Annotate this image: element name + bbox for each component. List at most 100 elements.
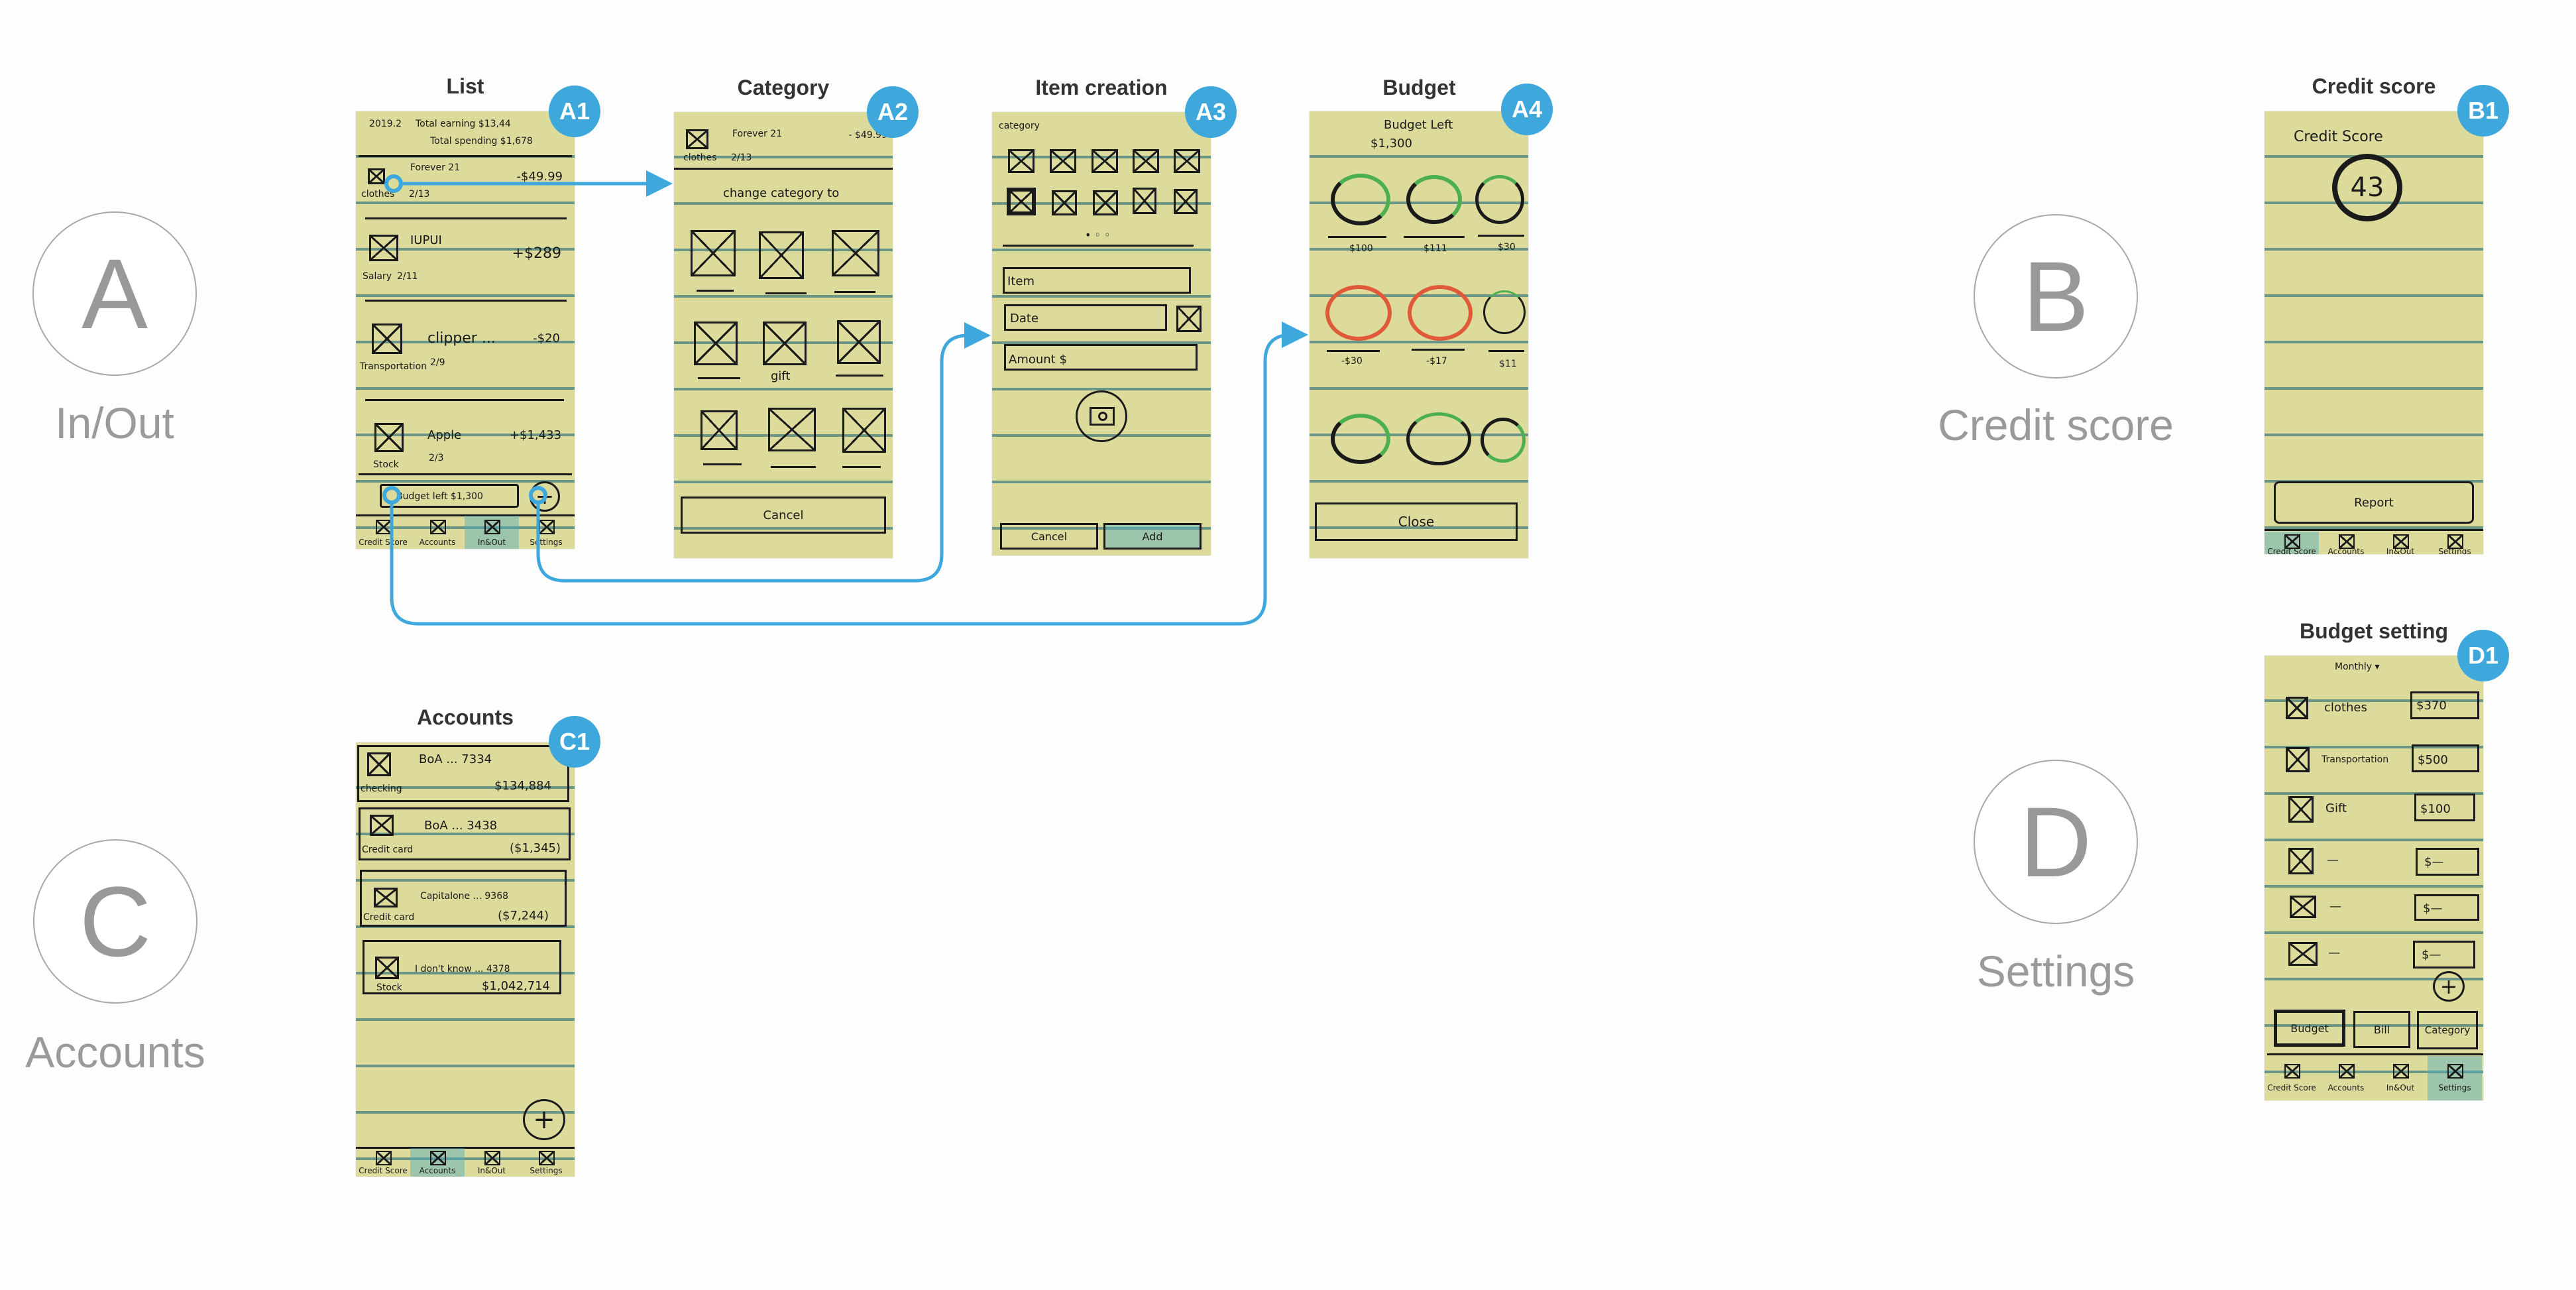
nav-in-out[interactable]: In&Out [465,1148,519,1177]
hotspot-list-item[interactable] [384,174,403,193]
report-button[interactable]: Report [2274,481,2474,524]
budget-ring[interactable] [1406,175,1462,224]
nav-accounts[interactable]: Accounts [2319,532,2373,554]
ring-value: $30 [1498,242,1516,253]
category-option[interactable] [1092,149,1118,173]
in-out-icon [2393,1064,2409,1079]
budget-ring-over[interactable] [1325,285,1392,341]
close-label: Close [1398,514,1435,530]
amount-input[interactable]: $100 [2414,793,2475,821]
credit-score-icon [376,520,392,534]
category-option[interactable] [694,322,738,365]
category-option[interactable] [1174,149,1200,173]
nav-in-out[interactable]: In&Out [2373,532,2428,554]
category-option[interactable] [832,230,879,276]
category-option[interactable] [1133,188,1156,214]
tab-category[interactable]: Category [2417,1011,2478,1049]
nav-label: Settings [2438,547,2471,554]
category-option[interactable] [763,322,807,365]
budget-ring[interactable] [1483,290,1526,334]
tab-budget[interactable]: Budget [2274,1010,2345,1047]
amount-input[interactable]: $— [2413,941,2475,968]
budget-ring[interactable] [1475,175,1524,224]
budget-ring[interactable] [1331,174,1390,225]
nav-credit-score[interactable]: Credit Score [2265,1056,2319,1100]
add-category-button[interactable]: + [2433,971,2465,1002]
budget-ring[interactable] [1406,412,1471,465]
section-c: C Accounts [0,839,248,1078]
amount-input[interactable]: $500 [2412,744,2479,772]
ring-underline [1488,350,1524,352]
category-option[interactable] [1174,189,1198,214]
ring-underline [1412,349,1465,351]
budget-ring[interactable] [1331,414,1390,464]
nav-credit-score[interactable]: Credit Score [2265,532,2319,554]
nav-settings[interactable]: Settings [519,516,573,549]
category-option[interactable] [759,231,804,279]
hotspot-budget-left[interactable] [382,486,401,504]
tab-bill[interactable]: Bill [2353,1011,2410,1048]
nav-settings[interactable]: Settings [2428,1056,2482,1100]
category-option[interactable] [1093,190,1118,215]
list-item[interactable]: clipper ... -$20 Transportation 2/9 [356,317,575,410]
option-label-line [703,463,742,465]
divider [359,155,572,157]
list-item[interactable]: IUPUI +$289 Salary 2/11 [356,231,575,317]
list-item[interactable]: Forever 21 -$49.99 clothes 2/13 [356,158,575,231]
nav-accounts[interactable]: Accounts [2319,1056,2373,1100]
amount-input[interactable]: $370 [2410,691,2479,719]
budget-ring-over[interactable] [1408,285,1473,341]
screen-badge: A3 [1185,86,1237,138]
account-card[interactable]: I don't know ... 4378 Stock $1,042,714 [363,940,561,994]
category-option[interactable] [691,230,736,276]
calendar-icon[interactable] [1176,306,1202,332]
nav-label: In&Out [477,538,506,547]
category-option[interactable] [1052,190,1077,215]
entry-category: clothes [361,189,395,200]
nav-in-out[interactable]: In&Out [465,516,519,549]
account-card[interactable]: BoA ... 3438 Credit card ($1,345) [359,807,571,860]
account-name: I don't know ... 4378 [415,964,510,974]
budget-left-heading: Budget Left [1384,118,1453,132]
nav-in-out[interactable]: In&Out [2373,1056,2428,1100]
nav-credit-score[interactable]: Credit Score [356,516,410,549]
category-option[interactable] [1050,149,1076,173]
hotspot-add-entry[interactable] [529,486,547,504]
category-option[interactable] [1008,149,1035,173]
nav-settings[interactable]: Settings [2428,532,2482,554]
account-icon [374,888,398,908]
budget-ring[interactable] [1481,418,1526,463]
category-name: Transportation [2322,754,2389,765]
account-card[interactable]: Capitalone ... 9368 Credit card ($7,244) [360,870,567,927]
list-item[interactable]: Apple +$1,433 Stock 2/3 [356,410,575,481]
camera-button[interactable] [1076,390,1127,442]
amount-field[interactable]: Amount $ [1004,344,1198,371]
period-dropdown[interactable]: Monthly ▾ [2335,662,2380,672]
cancel-button[interactable]: Cancel [681,497,886,534]
account-card[interactable]: BoA ... 7334 checking $134,884 [357,745,569,802]
amount-input[interactable]: $— [2416,848,2479,876]
date-field[interactable]: Date [1004,304,1167,331]
nav-settings[interactable]: Settings [519,1148,573,1177]
category-option[interactable] [842,408,886,453]
item-field[interactable]: Item [1003,267,1191,294]
category-option[interactable] [1133,149,1159,173]
screen-badge: A4 [1501,84,1553,135]
category-option[interactable] [700,410,738,450]
pager-dots[interactable]: • ◦ ◦ [1085,229,1111,241]
plus-icon: + [533,1104,555,1135]
category-option-selected[interactable] [1007,188,1036,215]
category-option[interactable] [768,408,816,451]
cancel-button[interactable]: Cancel [1000,523,1098,550]
close-button[interactable]: Close [1315,502,1518,541]
amount-input[interactable]: $— [2414,894,2479,921]
nav-credit-score[interactable]: Credit Score [356,1148,410,1177]
add-button[interactable]: Add [1103,523,1202,550]
settings-icon [2447,1064,2463,1079]
nav-accounts[interactable]: Accounts [410,1148,465,1177]
category-option-gift[interactable] [837,320,881,364]
nav-accounts[interactable]: Accounts [410,516,465,549]
add-account-button[interactable]: + [523,1099,565,1140]
entry-amount: +$289 [512,245,561,262]
period-label: 2019.2 [369,119,402,129]
